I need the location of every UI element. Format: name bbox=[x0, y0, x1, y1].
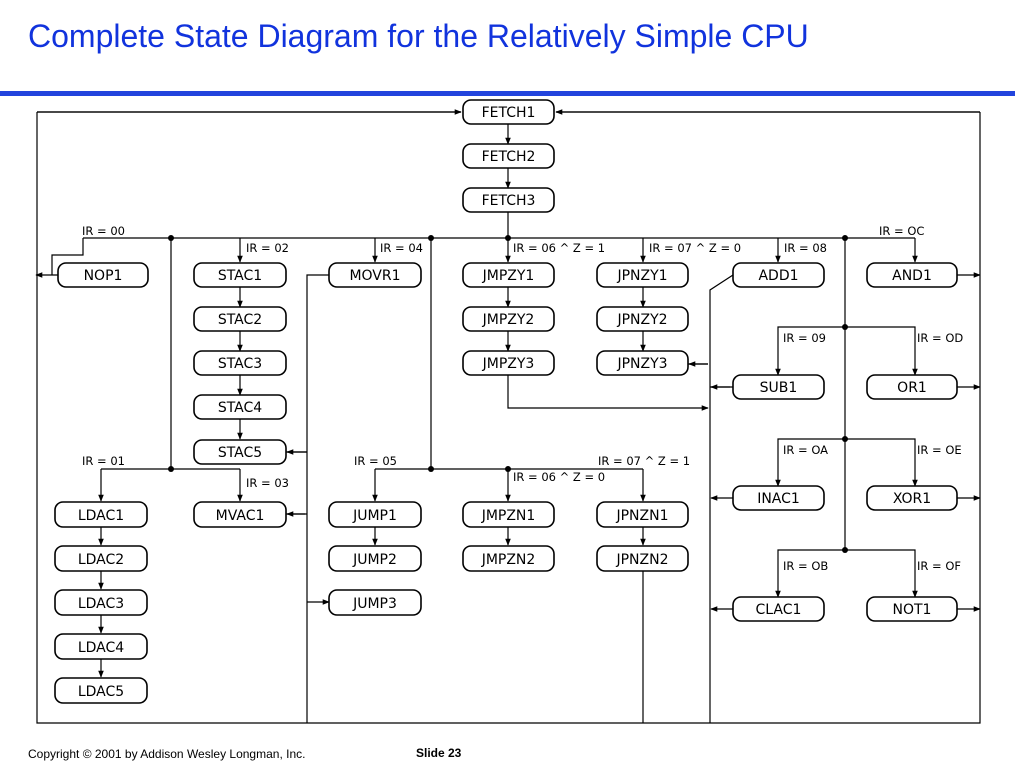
state-label: STAC1 bbox=[218, 268, 262, 284]
cond-ir-05: IR = 05 bbox=[354, 454, 397, 468]
state-jump1: JUMP1 bbox=[328, 501, 422, 528]
state-stac5: STAC5 bbox=[193, 439, 287, 465]
state-sub1: SUB1 bbox=[732, 374, 825, 400]
state-fetch2: FETCH2 bbox=[462, 143, 555, 169]
cond-ir-0d: IR = OD bbox=[917, 331, 963, 345]
state-label: JMPZN1 bbox=[481, 508, 536, 524]
state-label: FETCH3 bbox=[482, 193, 536, 209]
cond-ir-0c: IR = OC bbox=[879, 224, 924, 238]
cond-ir-07-z0: IR = 07 ^ Z = 0 bbox=[649, 241, 741, 255]
state-label: STAC2 bbox=[218, 312, 262, 328]
cond-ir-00: IR = 00 bbox=[82, 224, 125, 238]
state-ldac4: LDAC4 bbox=[54, 633, 148, 660]
state-not1: NOT1 bbox=[866, 596, 958, 622]
state-fetch3: FETCH3 bbox=[462, 187, 555, 213]
state-label: ADD1 bbox=[758, 268, 798, 284]
state-jmpzy3: JMPZY3 bbox=[462, 350, 555, 376]
state-and1: AND1 bbox=[866, 262, 958, 288]
state-label: JUMP3 bbox=[352, 596, 397, 612]
cond-ir-06-z1: IR = 06 ^ Z = 1 bbox=[513, 241, 605, 255]
footer-slide-number: Slide 23 bbox=[416, 746, 462, 760]
cond-ir-0b: IR = OB bbox=[783, 559, 828, 573]
state-label: JUMP2 bbox=[352, 552, 397, 568]
state-ldac1: LDAC1 bbox=[54, 501, 148, 528]
state-label: SUB1 bbox=[760, 380, 798, 396]
state-ldac3: LDAC3 bbox=[54, 589, 148, 616]
state-jpnzn1: JPNZN1 bbox=[596, 501, 689, 528]
cond-ir-0a: IR = OA bbox=[783, 443, 828, 457]
state-nop1: NOP1 bbox=[57, 262, 149, 288]
page-title: Complete State Diagram for the Relativel… bbox=[28, 18, 809, 54]
state-label: JMPZY3 bbox=[482, 356, 535, 372]
state-label: LDAC2 bbox=[78, 552, 124, 568]
state-ldac5: LDAC5 bbox=[54, 677, 148, 704]
state-label: NOT1 bbox=[893, 602, 932, 618]
state-jpnzy1: JPNZY1 bbox=[596, 262, 689, 288]
cond-ir-06-z0: IR = 06 ^ Z = 0 bbox=[513, 470, 605, 484]
state-label: LDAC5 bbox=[78, 684, 124, 700]
state-label: INAC1 bbox=[757, 491, 800, 507]
state-jmpzn1: JMPZN1 bbox=[462, 501, 555, 528]
state-label: STAC4 bbox=[218, 400, 262, 416]
state-label: OR1 bbox=[897, 380, 927, 396]
state-or1: OR1 bbox=[866, 374, 958, 400]
footer-copyright: Copyright © 2001 by Addison Wesley Longm… bbox=[28, 747, 306, 761]
state-label: LDAC4 bbox=[78, 640, 124, 656]
state-label: JPNZN1 bbox=[615, 508, 668, 524]
state-inac1: INAC1 bbox=[732, 485, 825, 511]
state-xor1: XOR1 bbox=[866, 485, 958, 511]
cond-ir-08: IR = 08 bbox=[784, 241, 827, 255]
state-jmpzy1: JMPZY1 bbox=[462, 262, 555, 288]
state-label: LDAC1 bbox=[78, 508, 124, 524]
state-label: JPNZY3 bbox=[616, 356, 667, 372]
cond-ir-04: IR = 04 bbox=[380, 241, 423, 255]
state-stac3: STAC3 bbox=[193, 350, 287, 376]
transition-conditions: IR = 00 IR = 02 IR = 04 IR = 06 ^ Z = 1 … bbox=[82, 224, 963, 573]
state-label: JPNZN2 bbox=[615, 552, 668, 568]
state-stac4: STAC4 bbox=[193, 394, 287, 420]
state-jpnzy2: JPNZY2 bbox=[596, 306, 689, 332]
state-jpnzy3: JPNZY3 bbox=[596, 350, 689, 376]
state-label: CLAC1 bbox=[756, 602, 802, 618]
state-label: JUMP1 bbox=[352, 508, 397, 524]
state-diagram: IR = 00 IR = 02 IR = 04 IR = 06 ^ Z = 1 … bbox=[35, 99, 981, 724]
cond-ir-03: IR = 03 bbox=[246, 476, 289, 490]
state-stac1: STAC1 bbox=[193, 262, 287, 288]
state-label: NOP1 bbox=[84, 268, 123, 284]
connectors bbox=[35, 109, 981, 724]
state-label: FETCH2 bbox=[482, 149, 536, 165]
state-label: JMPZY1 bbox=[482, 268, 535, 284]
state-ldac2: LDAC2 bbox=[54, 545, 148, 572]
title-rule bbox=[0, 91, 1015, 96]
state-mvac1: MVAC1 bbox=[193, 501, 287, 528]
state-label: LDAC3 bbox=[78, 596, 124, 612]
state-label: JMPZN2 bbox=[481, 552, 536, 568]
cond-ir-09: IR = 09 bbox=[783, 331, 826, 345]
state-label: FETCH1 bbox=[482, 105, 536, 121]
state-label: JPNZY2 bbox=[616, 312, 667, 328]
state-label: MVAC1 bbox=[216, 508, 265, 524]
state-jmpzn2: JMPZN2 bbox=[462, 545, 555, 572]
state-label: STAC5 bbox=[218, 445, 262, 461]
state-jump2: JUMP2 bbox=[328, 545, 422, 572]
state-fetch1: FETCH1 bbox=[462, 99, 555, 125]
cond-ir-07-z1: IR = 07 ^ Z = 1 bbox=[598, 454, 690, 468]
state-label: MOVR1 bbox=[349, 268, 400, 284]
state-label: JPNZY1 bbox=[616, 268, 667, 284]
state-label: STAC3 bbox=[218, 356, 262, 372]
state-label: XOR1 bbox=[893, 491, 931, 507]
state-movr1: MOVR1 bbox=[328, 262, 422, 288]
cond-ir-0f: IR = OF bbox=[917, 559, 961, 573]
state-clac1: CLAC1 bbox=[732, 596, 825, 622]
cond-ir-0e: IR = OE bbox=[917, 443, 962, 457]
state-label: JMPZY2 bbox=[482, 312, 535, 328]
state-label: AND1 bbox=[892, 268, 932, 284]
cond-ir-02: IR = 02 bbox=[246, 241, 289, 255]
state-jmpzy2: JMPZY2 bbox=[462, 306, 555, 332]
cond-ir-01: IR = 01 bbox=[82, 454, 125, 468]
state-jpnzn2: JPNZN2 bbox=[596, 545, 689, 572]
state-jump3: JUMP3 bbox=[328, 589, 422, 616]
state-add1: ADD1 bbox=[732, 262, 825, 288]
state-stac2: STAC2 bbox=[193, 306, 287, 332]
